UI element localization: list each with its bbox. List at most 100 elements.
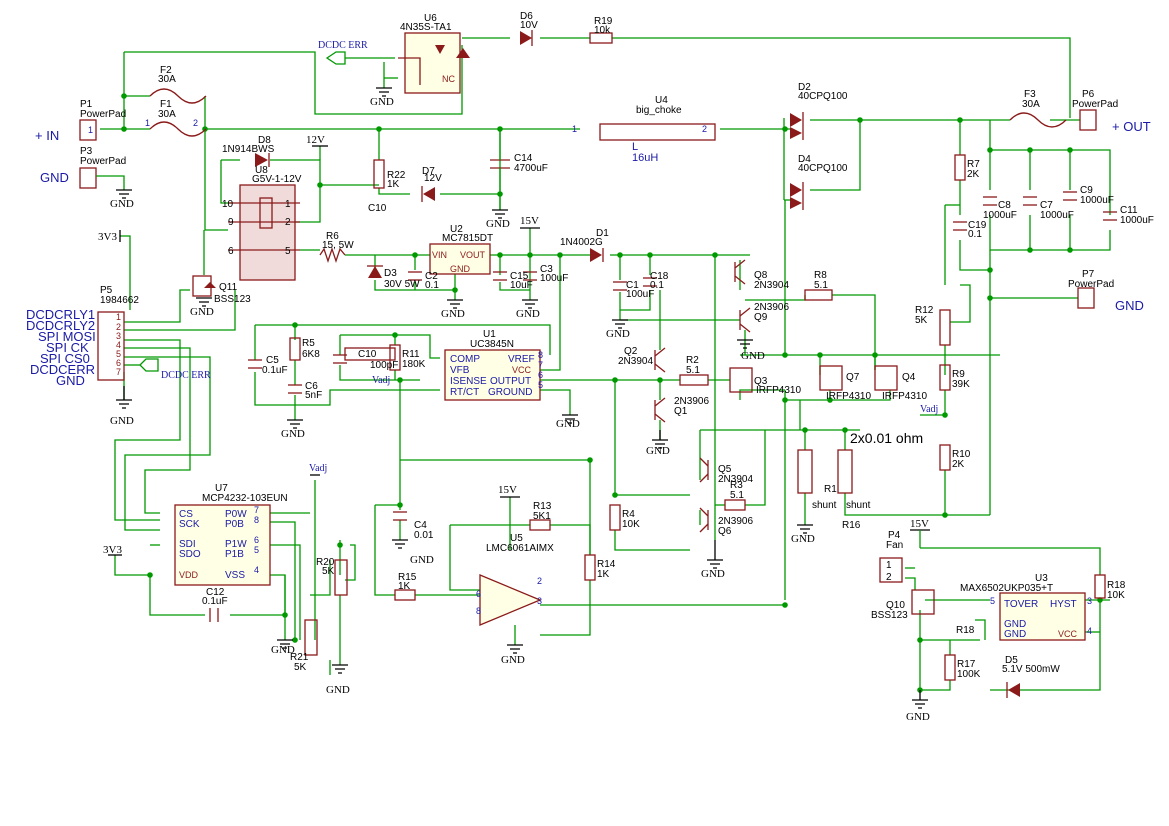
supply-markers (108, 227, 930, 556)
val-u4: big_choke (636, 105, 682, 116)
val-p1: PowerPad (80, 109, 126, 120)
u7-p1w: P1W (225, 539, 247, 550)
ref-c8: C8 (998, 200, 1011, 211)
mosfet-q3 (729, 367, 753, 393)
val-r7: 2K (967, 169, 980, 180)
ref-r18: R18 (1107, 580, 1126, 591)
ref-q5: Q5 (718, 464, 732, 475)
val-c6: 5nF (305, 390, 322, 401)
val-q2: 2N3904 (618, 356, 653, 367)
ref-r11: R11 (402, 349, 420, 360)
ref-p4: P4 (888, 530, 901, 541)
ic-u3 (999, 592, 1086, 641)
fuse-f1 (149, 121, 207, 137)
ref-c1: C1 (626, 280, 639, 291)
ref-d3: D3 (384, 268, 397, 279)
resistor-r18 (1094, 574, 1106, 599)
ref-c5: C5 (266, 355, 279, 366)
pin-p1: 1 (88, 125, 93, 135)
val-c4: 0.01 (414, 530, 434, 541)
u7-p0b: P0B (225, 519, 244, 530)
val-c7: 1000uF (1040, 210, 1074, 221)
ref-q9: Q9 (754, 312, 768, 323)
ref-p7: P7 (1082, 269, 1095, 280)
ref-u2: U2 (450, 224, 463, 235)
val-r8: 5.1 (814, 280, 828, 291)
resistor-r22 (373, 159, 385, 189)
val-r9: 39K (952, 379, 970, 390)
net-15v-b: 15V (498, 484, 517, 496)
u3-tover: TOVER (1004, 599, 1038, 610)
pin-u7-4: 4 (254, 565, 259, 575)
relay-u8 (239, 184, 296, 281)
ref-r1: R1 (824, 484, 837, 495)
net-dcdc-err-b: DCDC ERR (161, 370, 211, 381)
shunt-note: 2x0.01 ohm (850, 430, 923, 446)
ref-u4: U4 (655, 95, 668, 106)
p5-pin-3: 3 (116, 331, 121, 341)
ref-r17: R17 (957, 659, 976, 670)
ref-c12: C12 (206, 587, 225, 598)
ref-d2: D2 (798, 82, 811, 93)
val-r15: 1K (398, 581, 411, 592)
p5-pin-4: 4 (116, 340, 121, 350)
pin-u8-9: 9 (228, 217, 234, 228)
u2-gnd: GND (450, 264, 471, 274)
ref-u1: U1 (483, 329, 496, 340)
ref-q3: Q3 (754, 376, 768, 387)
net-vadj-c: Vadj (920, 404, 938, 415)
gnd-10: GND (556, 418, 580, 430)
ref-q4: Q4 (902, 372, 916, 383)
val-r18: 10K (1107, 590, 1125, 601)
val-u6: 4N35S-TA1 (400, 22, 452, 33)
val-d3: 30V 5W (384, 279, 420, 290)
ref-c15: C15 (510, 271, 529, 282)
val-u8: G5V-1-12V (252, 174, 302, 185)
p5-sig-4: SPI CK (46, 340, 89, 355)
resistor-r15 (394, 589, 416, 601)
ref-r2: R2 (686, 355, 699, 366)
val-c15: 10uF (510, 280, 533, 291)
pad-p7 (1077, 287, 1095, 309)
gnd-14: GND (791, 533, 815, 545)
ref-u5: U5 (510, 533, 523, 544)
ref-c19: C19 (968, 220, 987, 231)
ref-r19: R19 (594, 16, 613, 27)
pin-u1-8: 8 (538, 350, 543, 360)
val-q10: BSS123 (871, 610, 908, 621)
u3-vcc: VCC (1058, 629, 1078, 639)
resistor-r17 (944, 654, 956, 681)
u7-vss: VSS (225, 570, 245, 581)
val-r17: 100K (957, 669, 981, 680)
resistor-r11 (389, 344, 401, 371)
ic-u2 (429, 243, 491, 275)
pin-f1b: 2 (193, 118, 198, 128)
ref-r5: R5 (302, 338, 315, 349)
p5-sig-2: DCDCRLY2 (26, 318, 95, 333)
pin-u1-5: 5 (538, 380, 543, 390)
val-r6: 15, 5W (322, 240, 354, 251)
pin-u7-7: 7 (254, 505, 259, 515)
resistor-r19 (589, 32, 613, 44)
pin-u7-5: 5 (254, 545, 259, 555)
val-p5: 1984662 (100, 295, 139, 306)
ref-p5: P5 (100, 285, 113, 296)
pin-u1-6: 6 (538, 370, 543, 380)
val-c8: 1000uF (983, 210, 1017, 221)
gnd-8: GND (110, 415, 134, 427)
val-u2: MC7815DT (442, 233, 493, 244)
p5-sig-5: SPI CS0 (40, 351, 90, 366)
pin-u8-10: 10 (222, 199, 234, 210)
ground-symbols (116, 87, 928, 709)
ref-p6: P6 (1082, 89, 1095, 100)
val-r11: 180K (402, 359, 426, 370)
u1-comp: COMP (450, 354, 480, 365)
gnd-12: GND (410, 554, 434, 566)
val-d8: 1N914BWS (222, 144, 275, 155)
val-d2: 40CPQ100 (798, 91, 848, 102)
components (79, 30, 1117, 698)
shunt-r1 (797, 449, 813, 494)
ref-r7: R7 (967, 159, 980, 170)
val-c3: 100uF (540, 273, 568, 284)
val-c19: 0.1 (968, 229, 982, 240)
